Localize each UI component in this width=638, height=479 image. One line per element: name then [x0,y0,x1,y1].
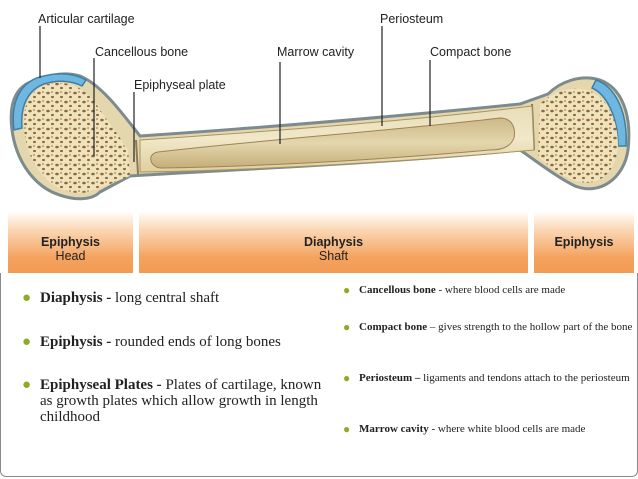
cancellous-bone-right [538,88,618,183]
term: Marrow cavity [359,423,429,435]
band-title: Epiphysis [554,235,614,249]
description: ligaments and tendons attach to the peri… [420,372,630,384]
label-articular-cartilage: Articular cartilage [38,12,135,26]
bullet-icon: ● [343,283,351,297]
femur-illustration [9,26,631,201]
description: long central shaft [115,290,220,306]
band-subtitle: Head [55,249,86,263]
bullet-icon: ● [22,334,32,350]
label-compact-bone: Compact bone [430,45,512,59]
band-epiphysis-right: Epiphysis [534,211,634,273]
epiphyseal-line-left [135,139,139,175]
band-title: Diaphysis [303,235,364,249]
term: Compact bone [359,321,428,333]
description: - where blood cells are made [435,284,566,296]
articular-cartilage-right [590,79,627,147]
band-subtitle: Shaft [318,249,349,263]
term: Cancellous bone [359,284,436,296]
description: Plates of cartilage, known as growth pla… [40,377,322,425]
label-cancellous-bone: Cancellous bone [95,45,189,59]
bullet-icon: ● [22,377,32,393]
description: - where white blood cells are made [428,423,586,435]
list-item: ● Periosteum – ligaments and tendons att… [343,372,638,384]
list-item: ● Cancellous bone - where blood cells ar… [343,284,638,296]
label-periosteum: Periosteum [380,12,444,26]
articular-cartilage-left [12,73,88,131]
list-item: ● Epiphyseal Plates - Plates of cartilag… [22,377,322,425]
term: Epiphyseal Plates - [40,377,166,393]
bullet-icon: ● [343,371,351,385]
list-item: ● Compact bone – gives strength to the h… [343,321,638,333]
band-epiphysis-head: Epiphysis Head [8,211,133,273]
label-epiphyseal-plate: Epiphyseal plate [134,78,226,92]
bullet-icon: ● [343,422,351,436]
marrow-cavity-shape [150,117,515,169]
list-item: ● Marrow cavity - where white blood cell… [343,423,638,435]
band-diaphysis-shaft: Diaphysis Shaft [139,211,528,273]
description: rounded ends of long bones [115,334,281,350]
term: Epiphysis - [40,334,116,350]
term: Periosteum – [359,372,421,384]
bullet-icon: ● [343,320,351,334]
label-marrow-cavity: Marrow cavity [277,45,355,59]
list-item: ● Diaphysis - long central shaft [22,290,340,306]
term: Diaphysis - [40,290,116,306]
list-item: ● Epiphysis - rounded ends of long bones [22,334,340,350]
band-title: Epiphysis [40,235,101,249]
definitions-panel [0,273,638,477]
bone-diagram: Articular cartilage Periosteum Cancellou… [9,12,631,201]
bullet-icon: ● [22,290,32,306]
description: – gives strength to the hollow part of t… [427,321,633,333]
cancellous-bone-left [23,82,130,193]
